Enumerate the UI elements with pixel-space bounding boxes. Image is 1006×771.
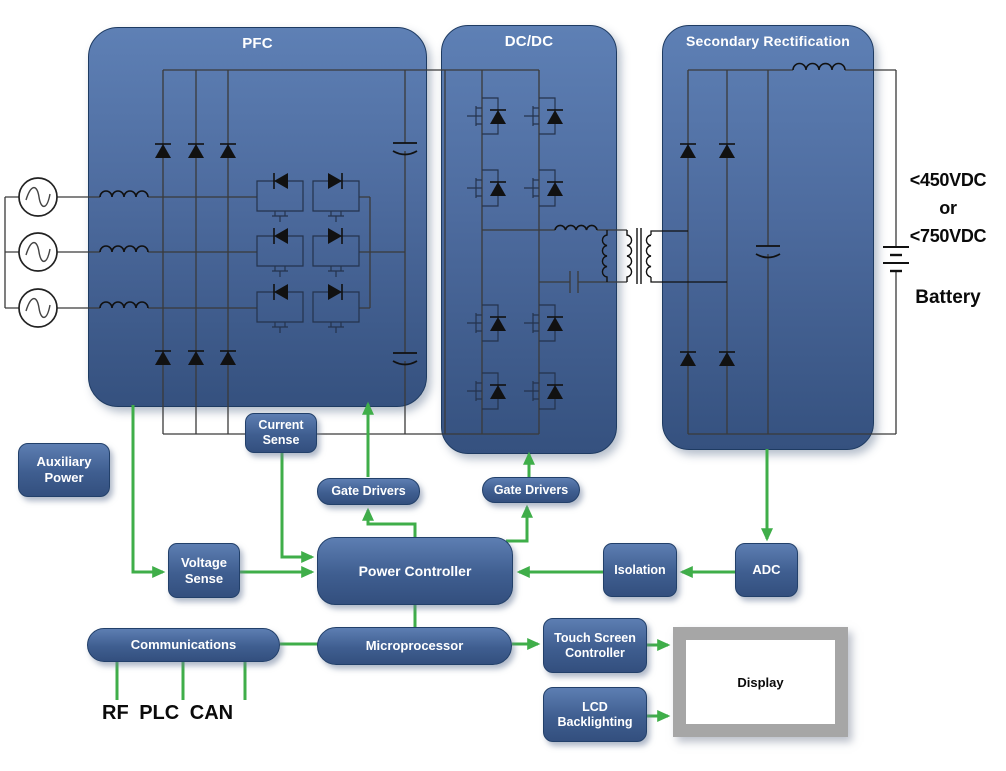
battery-voltage-line2: or [939,198,957,218]
battery-voltage-line1: <450VDC [909,170,987,190]
battery-voltage-line3: <750VDC [909,226,987,246]
connector-arrow [280,453,315,563]
node-lcd-backlighting: LCD Backlighting [543,687,647,742]
connector-arrow [362,507,417,538]
node-voltage-sense: Voltage Sense [168,543,240,598]
node-adc: ADC [735,543,798,597]
connector-arrow [506,504,533,543]
display-screen: Display [686,640,835,724]
node-current-sense: Current Sense [245,413,317,453]
node-microprocessor: Microprocessor [317,627,512,665]
connector-arrow [131,405,166,578]
ac-source-icon [18,232,58,272]
node-power-controller: Power Controller [317,537,513,605]
block-secondary-rectification: Secondary Rectification [662,25,874,450]
node-communications: Communications [87,628,280,662]
block-pfc: PFC [88,27,427,407]
dcdc-title: DC/DC [504,33,554,50]
block-dcdc: DC/DC [441,25,617,454]
battery-icon [883,246,909,273]
node-touch-screen-controller: Touch Screen Controller [543,618,647,673]
comm-protocols-label: RF PLC CAN [102,702,234,724]
display-frame: Display [673,627,848,737]
secondary-title: Secondary Rectification [685,33,851,49]
node-gate-drivers-left: Gate Drivers [317,478,420,505]
ac-source-icon [18,288,58,328]
node-auxiliary-power: Auxiliary Power [18,443,110,497]
battery-voltage-label: <450VDC or <750VDC [898,166,998,250]
node-isolation: Isolation [603,543,677,597]
node-gate-drivers-right: Gate Drivers [482,477,580,503]
ac-source-icon [18,177,58,217]
pfc-title: PFC [242,35,273,52]
battery-label: Battery [915,287,981,308]
